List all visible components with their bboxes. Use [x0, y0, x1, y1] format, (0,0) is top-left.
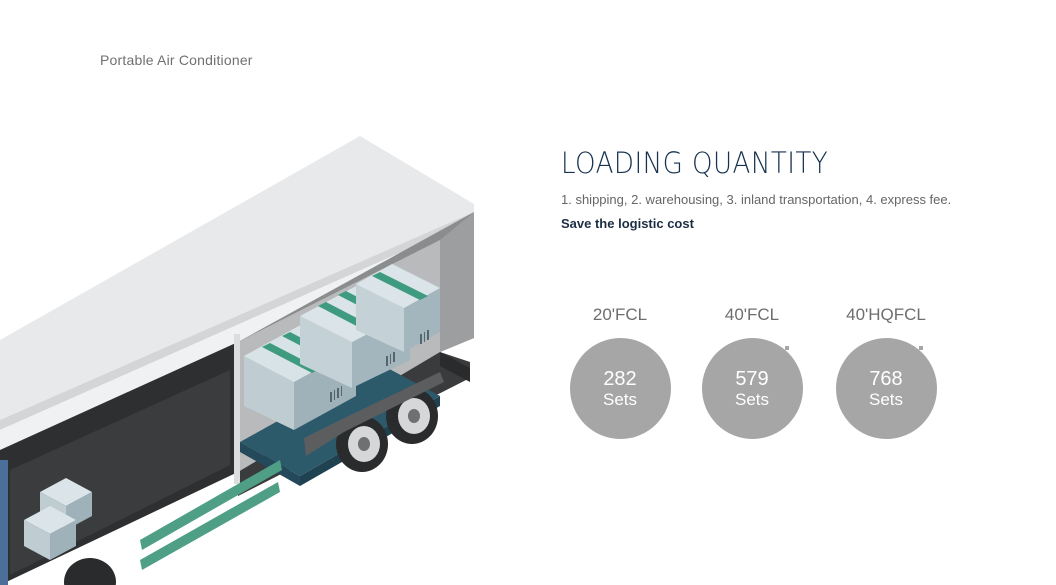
circle-notch: [918, 346, 923, 350]
section-tagline: Save the logistic cost: [561, 216, 694, 231]
trailer-roof: [0, 136, 474, 420]
stat-label: 20'FCL: [592, 305, 648, 324]
stat-40fcl: 40'FCL 579 Sets: [697, 304, 807, 439]
stat-unit: Sets: [734, 389, 770, 409]
stat-20fcl: 20'FCL 282 Sets: [565, 304, 675, 439]
stat-40hqfcl: 40'HQFCL 768 Sets: [831, 304, 941, 439]
stat-circle: 579 Sets: [701, 338, 803, 439]
stat-label: 40'FCL: [724, 305, 780, 324]
stat-unit: Sets: [602, 389, 638, 409]
stat-label: 40'HQFCL: [846, 305, 926, 324]
stat-value: 768: [869, 367, 903, 390]
stat-circle: 282 Sets: [569, 338, 671, 439]
section-subtitle: 1. shipping, 2. warehousing, 3. inland t…: [561, 192, 952, 207]
circle-notch: [784, 346, 789, 350]
stat-value: 579: [735, 367, 769, 390]
section-title: LOADING QUANTITY: [561, 146, 829, 180]
small-boxes: [24, 478, 92, 560]
product-label: Portable Air Conditioner: [100, 52, 253, 68]
truck-illustration: [0, 136, 474, 585]
stat-value: 282: [603, 367, 637, 390]
stat-unit: Sets: [868, 389, 904, 409]
stat-circle: 768 Sets: [835, 338, 937, 439]
